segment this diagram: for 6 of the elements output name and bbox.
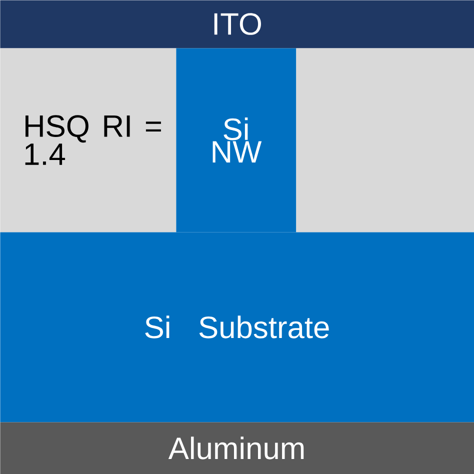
layer-block: HSQ RI = 1.4	[0, 48, 176, 232]
node-label: Si NW	[212, 118, 262, 162]
layer-band: ITO	[0, 0, 474, 48]
layer-block	[296, 48, 474, 232]
layer-band: Aluminum	[0, 422, 474, 474]
nanowire-block: Si NW	[176, 48, 296, 232]
